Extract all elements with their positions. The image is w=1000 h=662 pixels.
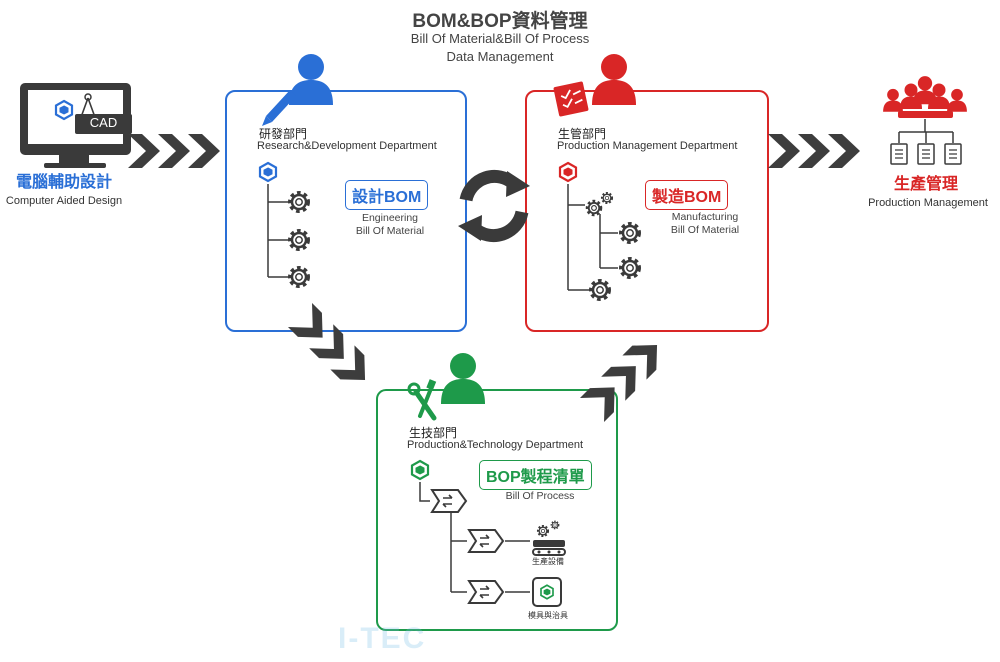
rd-dept-name: 研發部門 xyxy=(259,127,308,141)
production-team-icon xyxy=(883,76,967,143)
cad-title: 電腦輔助設計 xyxy=(15,174,112,191)
checklist-icon xyxy=(553,81,589,117)
rd-bom-tree xyxy=(258,161,310,288)
rd-engineer-icon xyxy=(289,54,333,105)
pm-panel xyxy=(525,90,769,332)
arrow-pm-to-prod xyxy=(768,134,860,168)
pt-dept-name: 生技部門 xyxy=(409,426,458,440)
rd-bom-caption-1: Engineering xyxy=(361,212,419,224)
rd-bom-caption-2: Bill Of Material xyxy=(355,225,425,237)
pm-bom-badge: 製造BOM xyxy=(645,180,729,210)
page-subtitle-line1: Bill Of Material&Bill Of Process xyxy=(410,31,590,46)
pm-bom-tree xyxy=(558,161,641,301)
pt-dept-name-en: Production&Technology Department xyxy=(407,439,584,451)
pt-technician-icon xyxy=(441,353,485,404)
arrow-cad-to-rd xyxy=(128,134,220,168)
equipment-icon xyxy=(532,520,566,556)
arrow-pt-to-pm xyxy=(579,332,670,423)
pm-dept-name: 生管部門 xyxy=(558,127,607,141)
pt-mold-label: 模具與治具 xyxy=(528,611,568,620)
wrench-screwdriver-icon xyxy=(407,379,437,421)
pt-equipment-label: 生產設備 xyxy=(532,557,564,566)
mold-fixture-icon xyxy=(532,577,562,607)
document-icons xyxy=(890,143,962,165)
pm-bom-caption-2: Bill Of Material xyxy=(670,224,740,236)
watermark: I-TEC xyxy=(338,622,427,655)
pt-bop-tree xyxy=(410,459,530,604)
arrow-rd-to-pt xyxy=(287,302,378,393)
pm-dept-name-en: Production Management Department xyxy=(557,140,738,152)
cad-icon-label: CAD xyxy=(89,115,118,130)
rd-panel xyxy=(225,90,467,332)
cad-monitor-icon xyxy=(20,83,132,168)
sync-cycle-icon xyxy=(458,169,530,243)
pencil-icon xyxy=(262,90,296,126)
prod-title: 生產管理 xyxy=(893,176,958,193)
pm-manager-icon xyxy=(592,54,636,105)
page-subtitle-line2: Data Management xyxy=(446,49,554,64)
pm-bom-caption-1: Manufacturing xyxy=(671,211,739,223)
rd-bom-badge: 設計BOM xyxy=(345,180,429,210)
cad-subtitle: Computer Aided Design xyxy=(5,195,123,207)
pt-bop-badge: BOP製程清單 xyxy=(479,460,592,490)
prod-subtitle: Production Management xyxy=(868,197,988,209)
page-title: BOM&BOP資料管理 xyxy=(412,11,588,32)
pt-bop-caption: Bill Of Process xyxy=(505,490,575,502)
rd-dept-name-en: Research&Development Department xyxy=(257,140,437,152)
